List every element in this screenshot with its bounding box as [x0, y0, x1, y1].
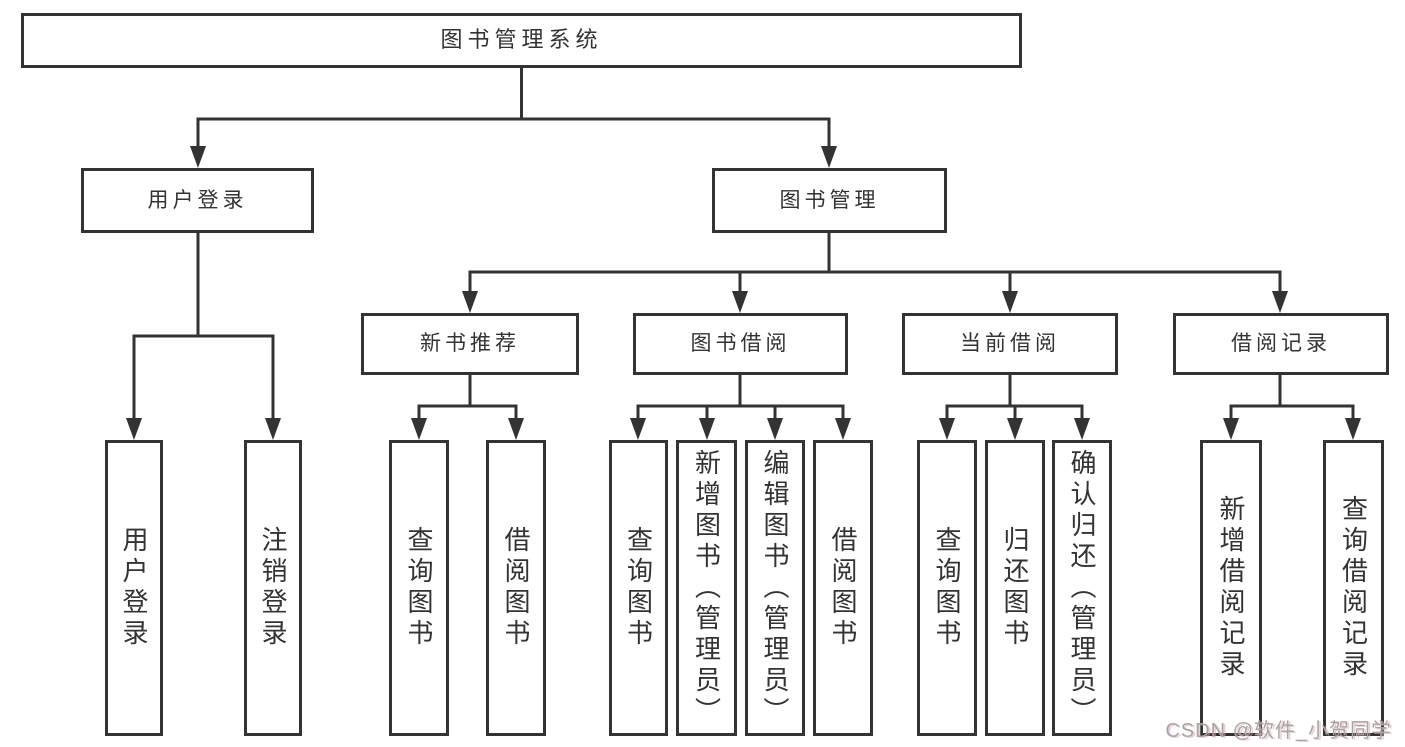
- node-book-management: 图书管理: [712, 168, 947, 233]
- leaf-edit-books-admin: 编辑图书（管理员）: [745, 440, 805, 736]
- leaf-query-books-borrow: 查询图书: [609, 440, 668, 736]
- node-new-book-recommendation: 新书推荐: [361, 313, 579, 375]
- node-current-borrowing: 当前借阅: [902, 313, 1118, 375]
- leaf-borrow-books: 借阅图书: [813, 440, 873, 736]
- leaf-query-books-current: 查询图书: [917, 440, 977, 736]
- leaf-confirm-return-admin: 确认归还（管理员）: [1052, 440, 1112, 736]
- leaf-return-books: 归还图书: [985, 440, 1045, 736]
- leaf-logout: 注销登录: [244, 440, 302, 736]
- node-borrowing-records: 借阅记录: [1173, 313, 1389, 375]
- node-library-management-system: 图书管理系统: [21, 13, 1022, 68]
- leaf-add-books-admin: 新增图书（管理员）: [676, 440, 737, 736]
- leaf-borrow-books-recommend: 借阅图书: [486, 440, 546, 736]
- node-user-login: 用户登录: [81, 168, 314, 233]
- leaf-query-borrow-record: 查询借阅记录: [1323, 440, 1384, 736]
- leaf-add-borrow-record: 新增借阅记录: [1200, 440, 1262, 736]
- csdn-watermark: CSDN @软件_小贺同学: [1165, 720, 1392, 742]
- leaf-query-books-recommend: 查询图书: [389, 440, 449, 736]
- node-book-borrowing: 图书借阅: [633, 313, 848, 375]
- leaf-user-login: 用户登录: [105, 440, 163, 736]
